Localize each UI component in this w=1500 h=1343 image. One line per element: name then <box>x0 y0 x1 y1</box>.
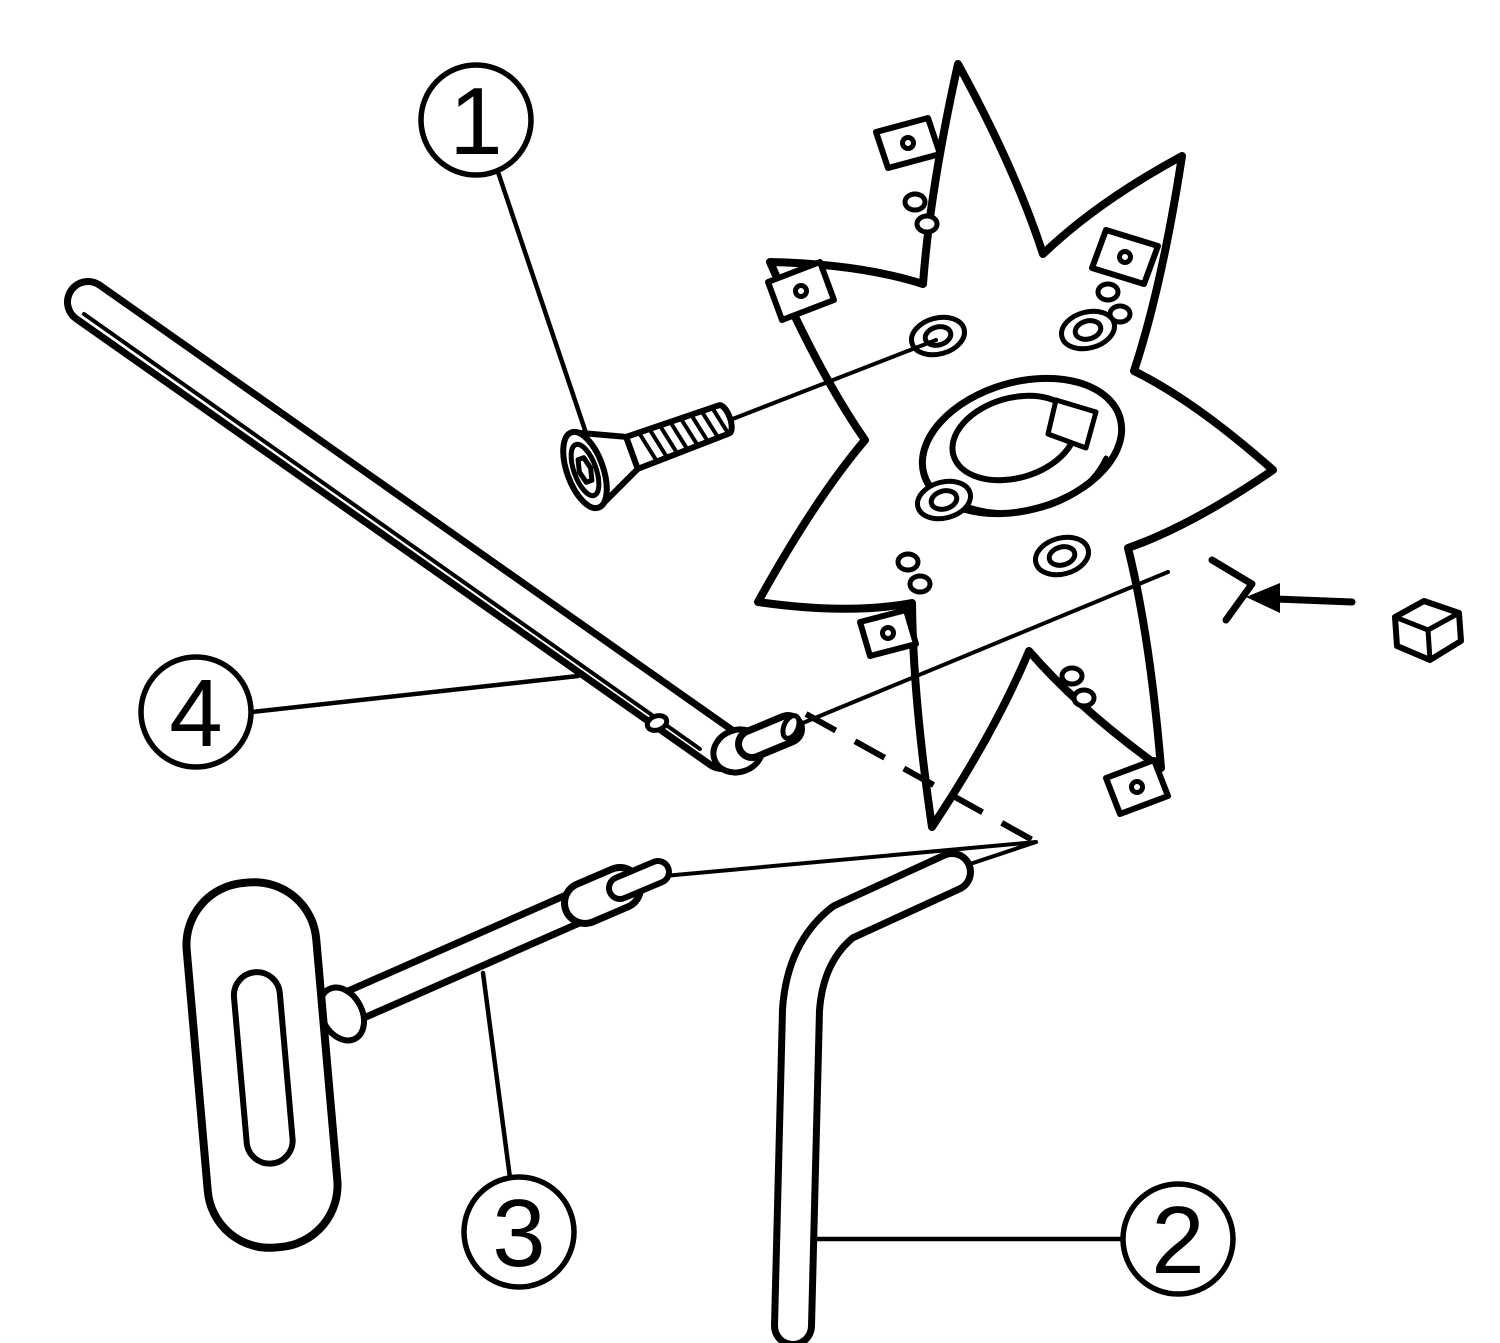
tkey-shaft-fill <box>336 885 612 1020</box>
callout-4: 4 <box>138 654 581 770</box>
tkey-tip-fill <box>612 864 666 896</box>
insert-seat <box>857 607 919 659</box>
screw-threads <box>638 406 730 462</box>
callout-3-leader <box>480 970 513 1181</box>
wrench-hole <box>644 713 670 733</box>
callout-3-circle <box>461 1174 577 1290</box>
clamp-screw-icon <box>902 191 928 213</box>
cutter-clamp-screws <box>895 191 1133 709</box>
wrench-pin-tip <box>780 713 802 741</box>
mount-hole-inner <box>1072 318 1104 342</box>
clamp-screw-icon <box>895 551 921 573</box>
cutting-insert-icon <box>1392 598 1464 663</box>
callout-1-leader <box>495 169 589 436</box>
callout-2: 2 <box>815 1181 1236 1297</box>
screw-socket <box>575 455 595 485</box>
mount-hole-inner <box>1046 544 1078 568</box>
hex-key-icon <box>771 850 974 1343</box>
t-handle-key-icon <box>182 858 672 1252</box>
callout-2-circle <box>1120 1181 1236 1297</box>
arrow-head <box>1246 583 1280 613</box>
clamp-screw-icon <box>1059 665 1085 687</box>
callout-4-label: 4 <box>169 660 222 767</box>
hub-keyway <box>1045 397 1099 451</box>
hidden-axis-line <box>804 711 1038 845</box>
spanner-wrench-icon <box>64 278 805 776</box>
wrench-edge-line <box>82 312 702 751</box>
milling-cutter-body-icon <box>754 60 1277 831</box>
callout-3: 3 <box>461 970 577 1290</box>
cutter-mount-holes <box>909 308 1117 578</box>
cutter-inserts <box>765 115 1171 817</box>
tkey-handle-slot <box>230 969 296 1167</box>
callout-3-label: 3 <box>492 1180 545 1287</box>
callout-4-circle <box>138 654 254 770</box>
clamp-screw-icon <box>914 213 940 235</box>
insert-seat <box>765 259 837 323</box>
arrow-shaft <box>1272 595 1356 606</box>
hexkey-fill <box>778 857 967 1341</box>
assembly-guide-lines <box>662 338 1170 878</box>
callout-1: 1 <box>418 62 589 436</box>
callout-1-label: 1 <box>449 68 502 175</box>
insert-pocket <box>1208 556 1256 624</box>
insert-direction-arrow <box>1246 583 1356 613</box>
insert-cube-edges <box>1392 610 1462 663</box>
insert-screw-dot <box>880 625 896 641</box>
clamp-screw-icon <box>907 573 933 595</box>
tkey-axis-line <box>662 840 1038 878</box>
insert-screw-dot <box>793 283 809 299</box>
insert-seat <box>1103 757 1171 817</box>
callout-1-circle <box>418 62 534 178</box>
insert-seat <box>873 115 943 171</box>
tkey-handle <box>182 878 342 1252</box>
cutter-hub <box>918 374 1126 518</box>
insert-screw-dot <box>1117 249 1133 265</box>
clamp-screw-icon <box>1095 281 1121 303</box>
clamp-screw-icon <box>1071 687 1097 709</box>
callout-4-leader <box>249 673 581 715</box>
screw-axis-line <box>728 338 938 422</box>
mount-hole-inner <box>928 488 960 512</box>
insert-seat <box>1089 227 1161 287</box>
wrench-bar-fill <box>71 285 739 765</box>
wrench-axis-line <box>796 570 1170 727</box>
countersunk-screw-icon <box>560 402 735 512</box>
insert-screw-dot <box>1129 779 1145 795</box>
callout-2-label: 2 <box>1151 1187 1204 1294</box>
insert-screw-dot <box>900 135 916 151</box>
